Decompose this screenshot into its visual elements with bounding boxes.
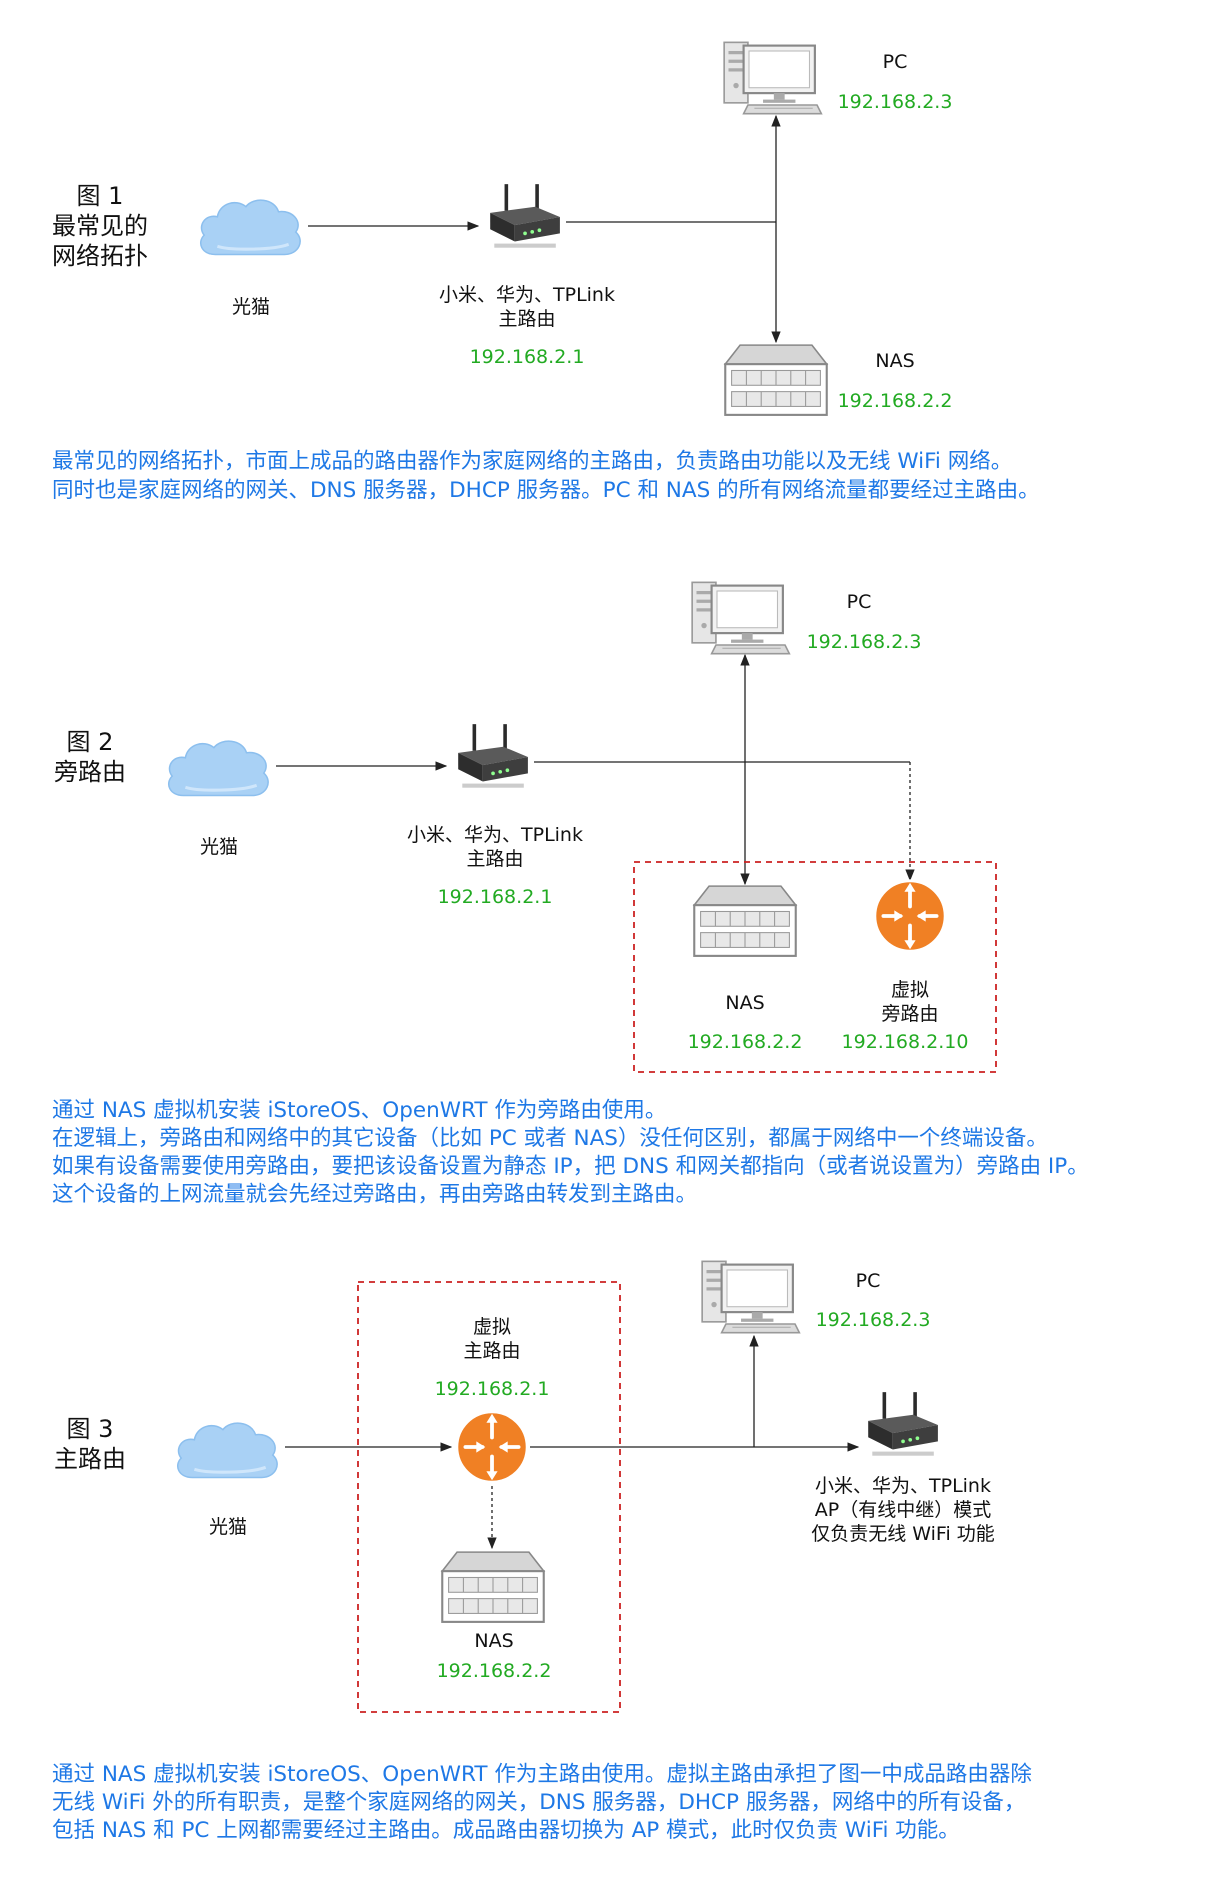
fig2-vrouter-ip: 192.168.2.10	[842, 1031, 969, 1053]
fig3-title-line-1: 图 3	[67, 1415, 114, 1443]
fig2-caption-line-1: 通过 NAS 虚拟机安装 iStoreOS、OpenWRT 作为旁路由使用。	[52, 1098, 666, 1123]
fig2-pc-ip: 192.168.2.3	[807, 631, 922, 653]
cloud-icon	[199, 198, 302, 257]
fig1-router-label-2: 主路由	[498, 308, 555, 330]
desktop-pc-icon	[691, 581, 791, 655]
fig2-router-label-1: 小米、华为、TPLink	[407, 824, 583, 846]
nas-server-icon	[693, 885, 797, 957]
fig1-router-ip: 192.168.2.1	[470, 346, 585, 368]
fig3-vrouter-label-1: 虚拟	[473, 1316, 511, 1338]
fig1-caption-line-1: 最常见的网络拓扑，市面上成品的路由器作为家庭网络的主路由，负责路由功能以及无线 …	[52, 449, 1012, 474]
figure-1: 图 1 最常见的 网络拓扑 光猫 小米、华为、TPLink 主路由 192.16…	[52, 41, 1040, 503]
fig3-vrouter-label-2: 主路由	[463, 1340, 520, 1362]
fig1-nas-ip: 192.168.2.2	[838, 390, 953, 412]
virtual-router-icon	[872, 878, 948, 954]
fig3-caption-line-2: 无线 WiFi 外的所有职责，是整个家庭网络的网关，DNS 服务器，DHCP 服…	[52, 1790, 1025, 1815]
cloud-icon	[167, 739, 270, 798]
fig3-virtual-group-box	[357, 1281, 621, 1713]
fig2-caption-line-3: 如果有设备需要使用旁路由，要把该设备设置为静态 IP，把 DNS 和网关都指向（…	[52, 1154, 1089, 1179]
fig3-caption-line-1: 通过 NAS 虚拟机安装 iStoreOS、OpenWRT 作为主路由使用。虚拟…	[52, 1762, 1032, 1787]
cloud-icon	[176, 1421, 279, 1480]
fig3-ap-label-2: AP（有线中继）模式	[815, 1499, 991, 1521]
fig2-virtual-group-box	[633, 861, 997, 1073]
fig2-nas-ip: 192.168.2.2	[688, 1031, 803, 1053]
fig1-title-line-3: 网络拓扑	[52, 242, 148, 270]
fig3-pc-ip: 192.168.2.3	[816, 1309, 931, 1331]
fig3-caption-line-3: 包括 NAS 和 PC 上网都需要经过主路由。成品路由器切换为 AP 模式，此时…	[52, 1818, 960, 1843]
nas-server-icon	[441, 1551, 545, 1623]
fig1-nas-label: NAS	[875, 350, 914, 372]
desktop-pc-icon	[701, 1260, 801, 1334]
fig1-pc-ip: 192.168.2.3	[838, 91, 953, 113]
virtual-router-icon	[454, 1409, 530, 1485]
fig3-vrouter-ip: 192.168.2.1	[435, 1378, 550, 1400]
fig2-vrouter-label-1: 虚拟	[891, 979, 929, 1001]
desktop-pc-icon	[723, 41, 823, 115]
fig1-modem-label: 光猫	[232, 296, 270, 318]
fig1-title-line-2: 最常见的	[52, 212, 148, 240]
fig1-pc-label: PC	[883, 51, 908, 73]
fig2-caption-line-2: 在逻辑上，旁路由和网络中的其它设备（比如 PC 或者 NAS）没任何区别，都属于…	[52, 1126, 1048, 1151]
fig1-caption-line-2: 同时也是家庭网络的网关、DNS 服务器，DHCP 服务器。PC 和 NAS 的所…	[52, 478, 1040, 503]
nas-server-icon	[724, 344, 828, 416]
fig3-pc-label: PC	[856, 1270, 881, 1292]
fig1-router-label-1: 小米、华为、TPLink	[439, 284, 615, 306]
fig2-router-ip: 192.168.2.1	[438, 886, 553, 908]
fig3-modem-label: 光猫	[209, 1516, 247, 1538]
figure-2: 图 2 旁路由 光猫 小米、华为、TPLink 主路由 192.168.2.1 …	[52, 581, 1089, 1207]
wifi-router-icon	[868, 1392, 938, 1456]
wifi-router-icon	[458, 724, 528, 788]
fig2-nas-label: NAS	[725, 992, 764, 1014]
fig2-caption-line-4: 这个设备的上网流量就会先经过旁路由，再由旁路由转发到主路由。	[52, 1182, 697, 1207]
fig3-nas-label: NAS	[474, 1630, 513, 1652]
fig2-title-line-1: 图 2	[67, 728, 114, 756]
fig2-router-label-2: 主路由	[466, 848, 523, 870]
fig2-title-line-2: 旁路由	[54, 758, 126, 786]
fig2-pc-label: PC	[847, 591, 872, 613]
fig3-ap-label-1: 小米、华为、TPLink	[815, 1475, 991, 1497]
fig3-ap-label-3: 仅负责无线 WiFi 功能	[811, 1523, 995, 1545]
fig3-nas-ip: 192.168.2.2	[437, 1660, 552, 1682]
fig3-title-line-2: 主路由	[54, 1445, 126, 1473]
fig1-title-line-1: 图 1	[77, 182, 124, 210]
figure-3: 图 3 主路由 光猫 虚拟 主路由 192.168.2.1 NAS 192.16…	[52, 1260, 1032, 1843]
wifi-router-icon	[490, 184, 560, 248]
fig2-modem-label: 光猫	[200, 836, 238, 858]
fig2-vrouter-label-2: 旁路由	[881, 1003, 938, 1025]
